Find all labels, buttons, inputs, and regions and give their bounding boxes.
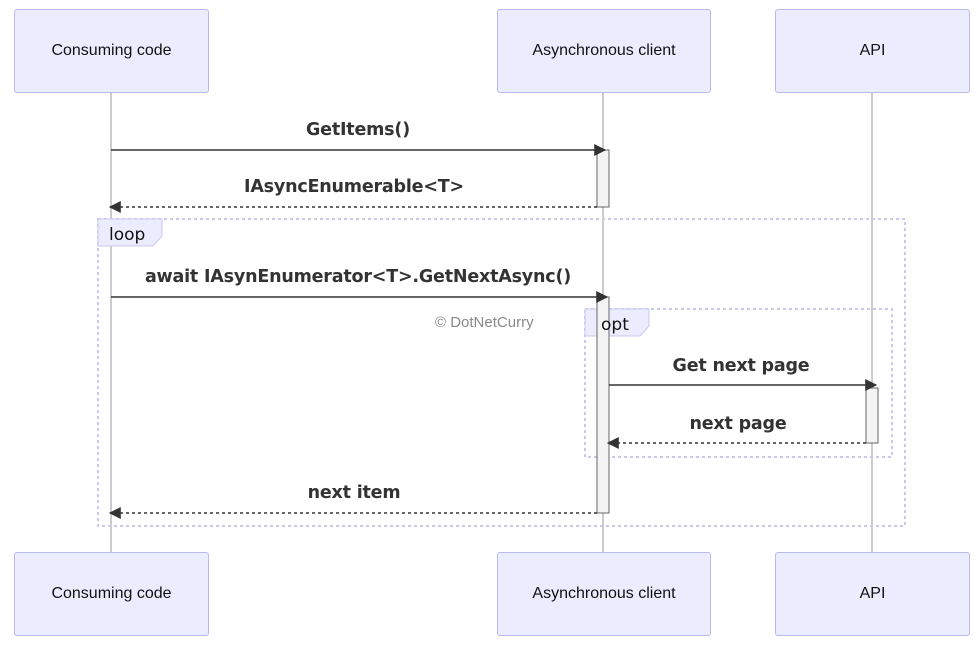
- actor-client-label: Asynchronous client: [532, 42, 676, 59]
- activation-client-1: [596, 149, 610, 208]
- loop-frame-tab: [97, 218, 163, 247]
- activation-api: [865, 387, 879, 444]
- loop-frame-label: loop: [109, 225, 146, 245]
- message-label-next-page: next page: [689, 414, 787, 434]
- actor-api-label: API: [859, 42, 886, 59]
- actor-consumer-label: Consuming code: [51, 585, 172, 602]
- loop-frame: [97, 218, 906, 527]
- actor-consumer-bottom: Consuming code: [14, 552, 209, 636]
- opt-frame: [584, 308, 893, 458]
- actor-api-top: API: [775, 9, 970, 93]
- actor-consumer-top: Consuming code: [14, 9, 209, 93]
- actor-api-label: API: [859, 585, 886, 602]
- message-label-iasyncenumerable: IAsyncEnumerable<T>: [244, 177, 464, 197]
- watermark-text: © DotNetCurry: [435, 314, 534, 331]
- message-label-get-next-page: Get next page: [672, 356, 810, 376]
- actor-api-bottom: API: [775, 552, 970, 636]
- opt-frame-label: opt: [601, 315, 629, 335]
- actor-client-label: Asynchronous client: [532, 585, 676, 602]
- actor-consumer-label: Consuming code: [51, 42, 172, 59]
- message-label-getnextasync: await IAsynEnumerator<T>.GetNextAsync(): [144, 267, 572, 287]
- actor-client-bottom: Asynchronous client: [497, 552, 711, 636]
- actor-client-top: Asynchronous client: [497, 9, 711, 93]
- message-label-getitems: GetItems(): [306, 120, 410, 140]
- message-label-next-item: next item: [307, 483, 401, 503]
